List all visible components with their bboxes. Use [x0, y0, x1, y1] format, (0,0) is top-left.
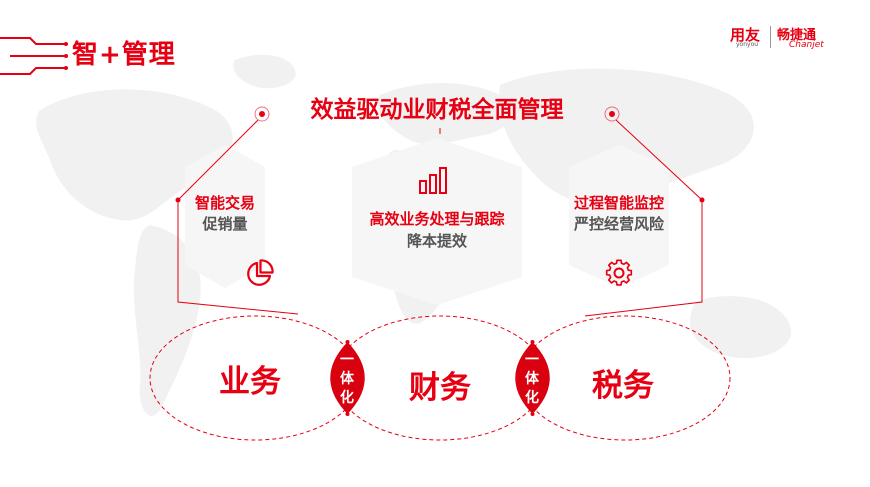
integration-char-3-left: 化 [340, 390, 354, 406]
brand-logo-changjietong: 畅捷通 [777, 28, 817, 43]
card-title-process-monitoring: 过程智能监控 [573, 194, 664, 212]
hexagon-card-left [185, 145, 265, 288]
integration-lens-right [515, 342, 550, 414]
card-title-smart-trading: 智能交易 [194, 194, 255, 212]
connector-right [584, 119, 703, 317]
card-subtitle-process-monitoring: 严控经营风险 [573, 215, 664, 233]
brand-logo-yonyou-subtext: yonyou [736, 41, 759, 48]
header-title: 智+管理 [72, 40, 176, 70]
card-subtitle-smart-trading: 促销量 [202, 215, 248, 233]
circle-label-business: 业务 [219, 364, 281, 400]
pie-chart-icon [247, 259, 274, 286]
integration-char-2-left: 体 [340, 371, 354, 387]
brand-logo-chanjet-subtext: Chanjet [789, 40, 824, 50]
gear-icon [605, 259, 633, 286]
header-circuit-lines [0, 37, 66, 75]
circle-label-tax: 税务 [592, 368, 654, 404]
hexagon-card-right [569, 145, 669, 288]
integration-char-3-right: 化 [525, 390, 539, 406]
connector-left [177, 119, 299, 315]
integration-char-1-right: 一 [525, 352, 539, 368]
circle-label-finance: 财务 [409, 370, 471, 406]
bar-chart-icon [419, 167, 447, 194]
target-dot-left [259, 111, 265, 117]
hexagon-card-center [352, 138, 522, 305]
integration-char-1-left: 一 [340, 352, 354, 368]
brand-logo-yongyou: 用友 [730, 26, 761, 44]
main-title: 效益驱动业财税全面管理 [310, 97, 564, 123]
integration-char-2-right: 体 [525, 371, 539, 387]
card-subtitle-efficient-processing: 降本提效 [406, 232, 467, 250]
integration-lens-left [330, 342, 365, 414]
target-dot-right [609, 111, 615, 117]
card-title-efficient-processing: 高效业务处理与跟踪 [369, 210, 505, 228]
brand-divider [770, 26, 771, 48]
